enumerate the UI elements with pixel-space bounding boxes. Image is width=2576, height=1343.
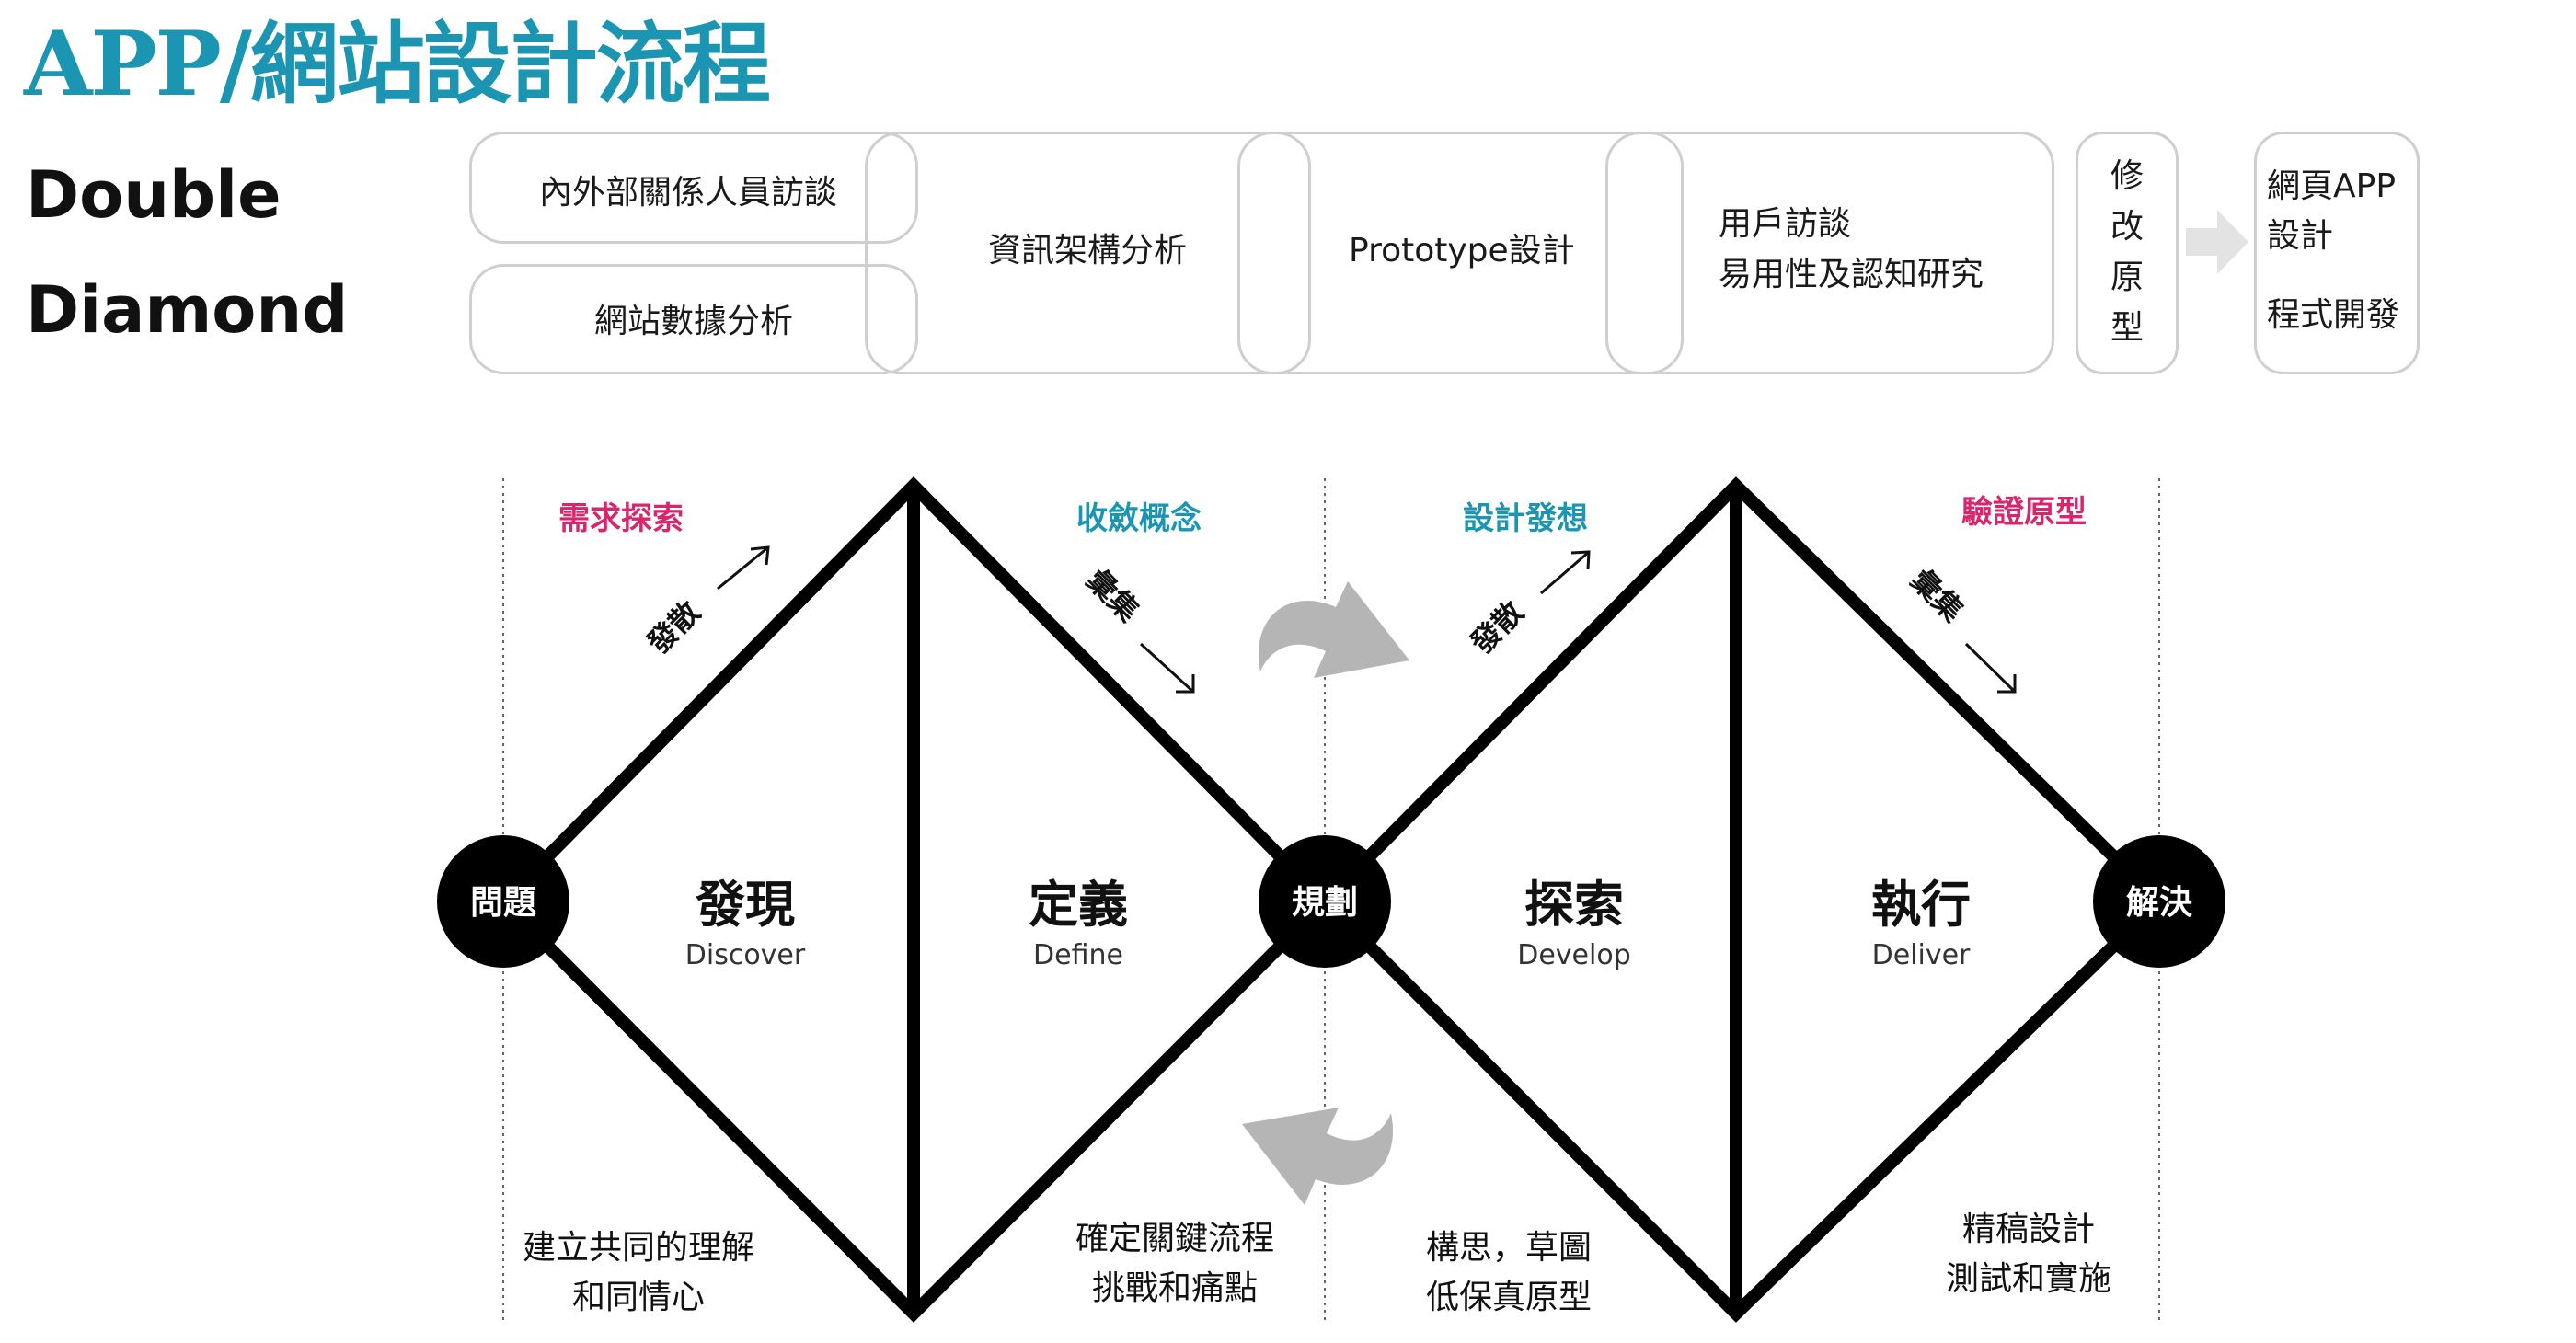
node-solution: 解決 [2093,835,2225,968]
node-solution-label: 解決 [2126,884,2192,922]
stage-develop-zh: 探索 [1524,876,1624,934]
bottom-discover-line-1: 建立共同的理解 [523,1229,754,1267]
final-label-2: 設計 [2267,217,2334,255]
bottom-define-line-2: 挑戰和痛點 [1092,1269,1258,1307]
prototype-label: Prototype設計 [1349,232,1575,270]
converge-label-2: 彙集 [1904,562,1971,628]
final-label-3: 程式開發 [2267,296,2400,334]
box-revise-prototype [2076,132,2179,374]
node-plan-label: 規劃 [1292,884,1358,922]
stage-discover-en: Discover [685,939,806,971]
box-info-arch [865,132,1311,374]
info-arch-label: 資訊架構分析 [988,232,1188,270]
phase-label-converge-concept: 收斂概念 [1076,500,1202,537]
subtitle-line-1: Double [26,157,282,233]
bottom-deliver-line-1: 精稿設計 [1962,1211,2095,1248]
stage-develop-en: Develop [1517,939,1631,971]
bottom-deliver-line-2: 測試和實施 [1946,1260,2111,1298]
bottom-discover-line-2: 和同情心 [572,1279,705,1316]
box-prototype [1237,132,1684,374]
stage-define-zh: 定義 [1029,876,1128,934]
user-interview-label-2: 易用性及認知研究 [1719,256,1984,293]
bottom-develop-line-2: 低保真原型 [1426,1279,1592,1316]
converge-arrow-head [1176,674,1195,694]
box-site-data [469,264,918,374]
site-data-label: 網站數據分析 [594,303,794,340]
final-label-1: 網頁APP [2267,167,2397,205]
phase-label-need: 需求探索 [558,500,684,537]
node-problem: 問題 [437,835,569,968]
phase-label-validate: 驗證原型 [1961,494,2087,531]
box-internal-interview [469,132,918,244]
internal-interview-label: 內外部關係人員訪談 [539,174,838,212]
bottom-define-line-1: 確定關鍵流程 [1075,1220,1274,1257]
node-plan: 規劃 [1259,835,1391,968]
diverge-arrow-head [750,545,770,566]
subtitle: Double Diamond [26,138,348,368]
converge-arrow-line [1139,642,1195,694]
box-final [2254,132,2420,374]
diverge-arrow-head-2 [1570,550,1591,570]
next-arrow-icon [2186,210,2248,274]
phase-label-ideation: 設計發想 [1463,500,1588,537]
diverge-arrow-line-2 [1540,550,1590,595]
subtitle-line-2: Diamond [26,272,349,348]
curved-arrow-back-icon [1242,1108,1393,1205]
revise-prototype-label: 修 改 原 型 [2110,157,2144,347]
converge-label: 彙集 [1080,562,1146,628]
stage-define-en: Define [1033,939,1123,971]
stage-deliver-zh: 執行 [1871,876,1971,934]
stage-discover-zh: 發現 [695,876,795,934]
converge-arrow-line-2 [1964,642,2017,694]
node-problem-label: 問題 [470,884,536,922]
bottom-develop-line-1: 構思，草圖 [1426,1229,1592,1267]
user-interview-label-1: 用戶訪談 [1719,205,1852,243]
converge-arrow-head-2 [1997,674,2017,694]
diverge-label: 發散 [639,594,707,661]
curved-arrow-forward-icon [1259,581,1409,678]
box-user-interview [1605,132,2054,374]
stage-deliver-en: Deliver [1872,939,1971,971]
page-title: APP/網站設計流程 [24,12,771,116]
diverge-arrow-line [717,545,769,591]
diverge-label-2: 發散 [1463,594,1530,661]
